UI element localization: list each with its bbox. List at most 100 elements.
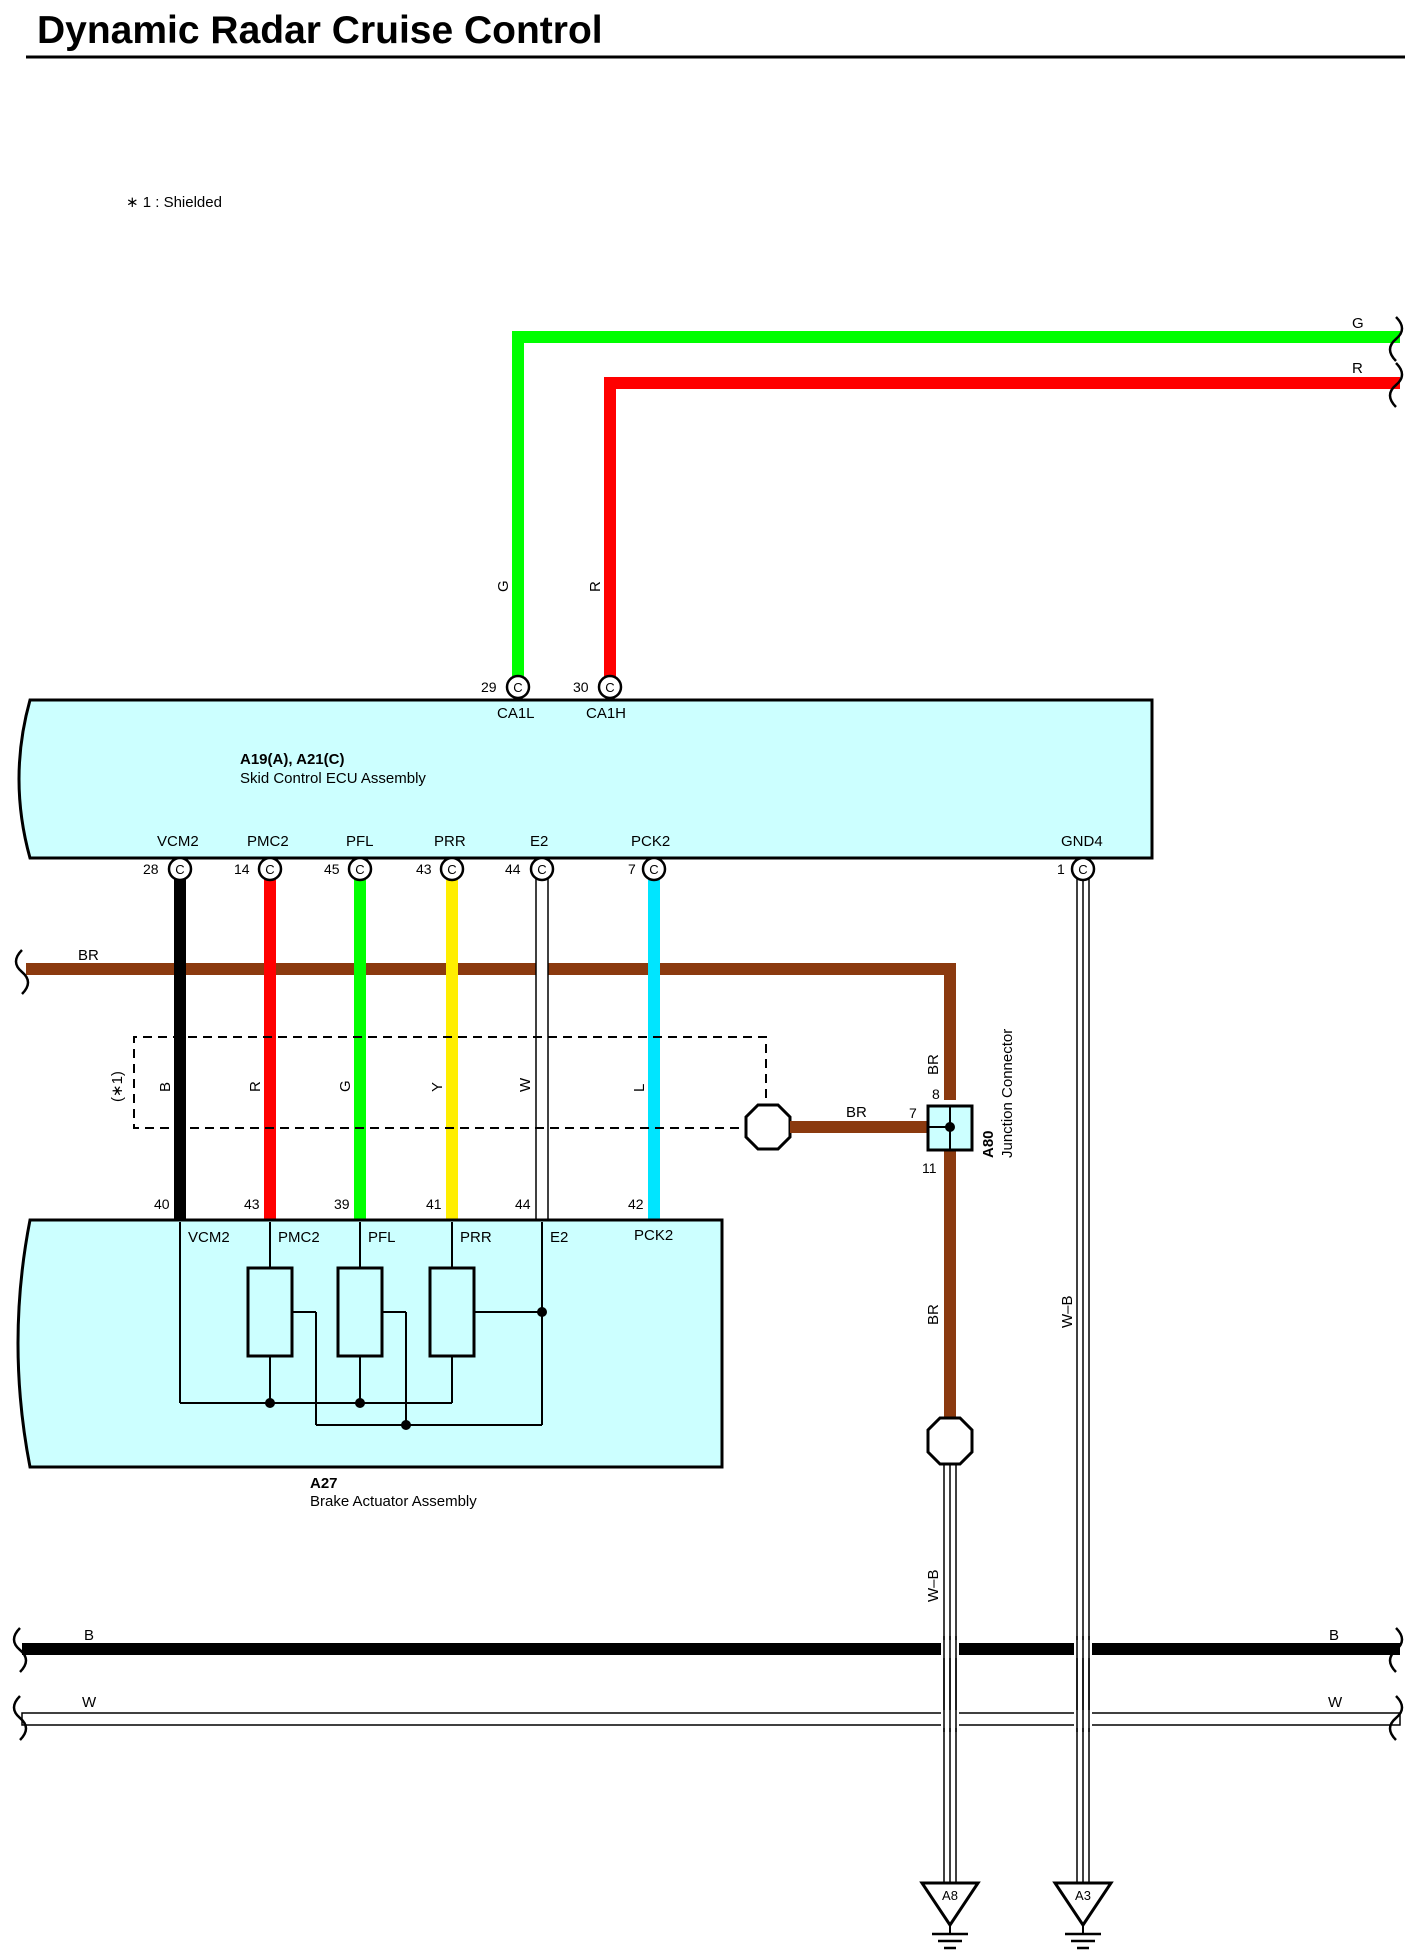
wire-label-wb-left: W–B <box>925 1569 942 1602</box>
actuator-node-2 <box>355 1398 365 1408</box>
wire-label-y: Y <box>429 1082 446 1092</box>
wire-label-br-junction-bottom: BR <box>925 1304 942 1325</box>
wire-label-br-bus: BR <box>78 947 99 964</box>
svg-text:C: C <box>447 862 456 877</box>
svg-text:28: 28 <box>143 861 159 877</box>
junction-name: A80 <box>980 1130 997 1158</box>
svg-text:GND4: GND4 <box>1061 833 1103 850</box>
ecu-pin-14: C 14 PMC2 <box>234 833 289 882</box>
actuator-node-1 <box>265 1398 275 1408</box>
junction-pin-left: 7 <box>909 1105 917 1121</box>
ecu-pin-29-number: 29 <box>481 679 497 695</box>
wire-label-r-vertical: R <box>587 581 604 592</box>
shield-label: (∗1) <box>109 1071 126 1102</box>
svg-text:PFL: PFL <box>346 833 374 850</box>
actuator-pin-43: 43 <box>244 1196 260 1212</box>
bus-w-break-left <box>12 1695 28 1741</box>
bus-w-label-left: W <box>82 1694 97 1711</box>
ecu-pin-45: C 45 PFL <box>324 833 374 882</box>
svg-text:PMC2: PMC2 <box>247 833 289 850</box>
actuator-node-4 <box>537 1307 547 1317</box>
solenoid-pfl <box>336 1266 384 1358</box>
wire-break-br <box>14 949 30 995</box>
ground-splice-connector <box>926 1416 974 1466</box>
wire-break-r <box>1388 362 1404 408</box>
wire-label-b: B <box>157 1082 174 1092</box>
wire-wb-left-crossing <box>943 1636 957 1732</box>
ground-symbol-a3 <box>1052 1881 1114 1950</box>
wire-label-wb-right: W–B <box>1059 1295 1076 1328</box>
ecu-pin-30-connector <box>597 674 623 700</box>
wire-label-r-bus: R <box>1352 360 1363 377</box>
ecu-pin-30-number: 30 <box>573 679 589 695</box>
svg-text:1: 1 <box>1057 861 1065 877</box>
solenoid-pmc2 <box>246 1266 294 1358</box>
actuator-signal-e2: E2 <box>550 1229 568 1246</box>
svg-text:44: 44 <box>505 861 521 877</box>
actuator-pin-41: 41 <box>426 1196 442 1212</box>
wire-w-e2 <box>535 866 549 1223</box>
ecu-pin-44: C 44 E2 <box>505 833 555 882</box>
ground-label-a3: A3 <box>1075 1888 1091 1903</box>
actuator-pin-42: 42 <box>628 1196 644 1212</box>
wire-wb-gnd4 <box>1076 877 1090 1884</box>
ecu-box <box>17 698 1154 860</box>
svg-text:C: C <box>355 862 364 877</box>
ecu-pin-30-signal: CA1H <box>586 705 626 722</box>
svg-text:PCK2: PCK2 <box>631 833 670 850</box>
svg-text:45: 45 <box>324 861 340 877</box>
shield-outline <box>133 1036 767 1129</box>
ecu-pin-7: C 7 PCK2 <box>628 833 670 882</box>
ecu-pin-43: C 43 PRR <box>416 833 466 882</box>
junction-pin-bottom: 11 <box>922 1160 937 1176</box>
wire-label-l: L <box>631 1084 648 1092</box>
ground-symbol-a8 <box>919 1881 981 1950</box>
actuator-signal-vcm2: VCM2 <box>188 1229 230 1246</box>
actuator-pin-40: 40 <box>154 1196 170 1212</box>
bus-b-label-left: B <box>84 1627 94 1644</box>
svg-text:C: C <box>1078 862 1087 877</box>
svg-text:C: C <box>265 862 274 877</box>
shield-ground-connector <box>744 1103 792 1151</box>
wire-g-ca1l <box>512 331 1400 678</box>
ground-label-a8: A8 <box>942 1888 958 1903</box>
actuator-internal-circuit <box>179 1222 543 1426</box>
actuator-node-3 <box>401 1420 411 1430</box>
actuator-signal-pfl: PFL <box>368 1229 396 1246</box>
svg-text:E2: E2 <box>530 833 548 850</box>
actuator-signal-prr: PRR <box>460 1229 492 1246</box>
svg-text:VCM2: VCM2 <box>157 833 199 850</box>
page-title: Dynamic Radar Cruise Control <box>37 9 603 52</box>
bus-w-break-right <box>1388 1695 1404 1741</box>
ecu-description: Skid Control ECU Assembly <box>240 770 426 787</box>
svg-text:43: 43 <box>416 861 432 877</box>
wire-label-g: G <box>337 1080 354 1092</box>
wire-label-br-junction-top: BR <box>925 1054 942 1075</box>
wire-br-bus <box>26 963 956 1100</box>
wire-break-g <box>1388 316 1404 362</box>
bus-b-label-right: B <box>1329 1627 1339 1644</box>
ecu-pin-1: C 1 GND4 <box>1057 833 1103 882</box>
actuator-signal-pmc2: PMC2 <box>278 1229 320 1246</box>
ecu-pin-30-conn: C <box>605 680 614 695</box>
bus-w-label-right: W <box>1328 1694 1343 1711</box>
wire-label-br-shield: BR <box>846 1104 867 1121</box>
actuator-description: Brake Actuator Assembly <box>310 1493 477 1510</box>
ecu-pin-29-conn: C <box>513 680 522 695</box>
wire-wb-right-crossing <box>1076 1636 1090 1732</box>
wire-r-ca1h <box>604 377 1400 678</box>
wire-label-w: W <box>517 1077 534 1092</box>
actuator-box <box>16 1218 724 1469</box>
bus-b-break-right <box>1388 1627 1404 1673</box>
junction-node-dot <box>945 1122 955 1132</box>
svg-text:C: C <box>649 862 658 877</box>
ecu-name: A19(A), A21(C) <box>240 751 344 768</box>
wire-label-g-vertical: G <box>495 580 512 592</box>
junction-pin-top: 8 <box>932 1086 940 1102</box>
actuator-signal-pck2: PCK2 <box>634 1227 673 1244</box>
junction-description: Junction Connector <box>999 1029 1016 1158</box>
ecu-pin-28: C 28 VCM2 <box>143 833 199 882</box>
svg-text:7: 7 <box>628 861 636 877</box>
actuator-name: A27 <box>310 1475 338 1492</box>
